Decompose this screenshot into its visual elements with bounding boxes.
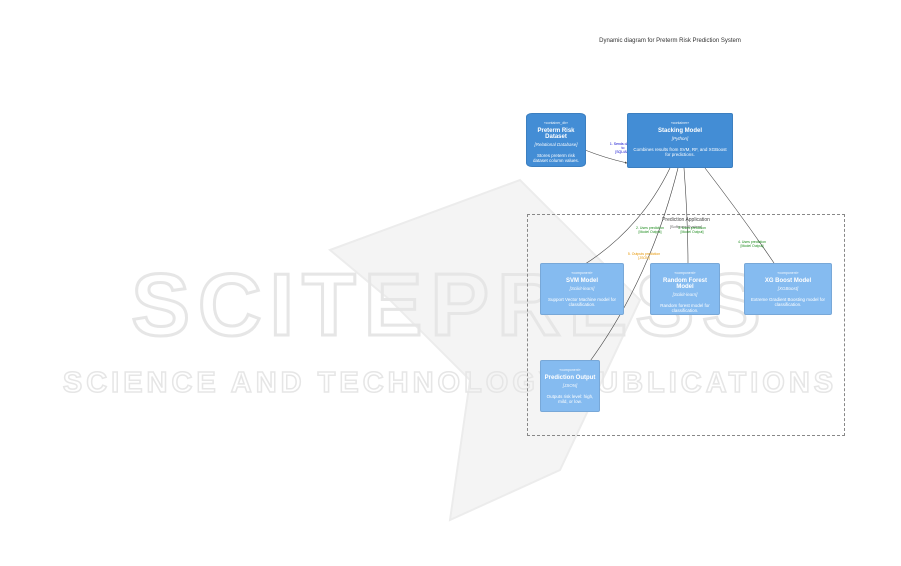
stacking-tech: [Python] [671,136,689,141]
rf-stereotype: «component» [674,271,696,275]
edge-label-2: 2. Uses prediction [Model Output] [628,226,672,234]
dataset-stereotype: «container_db» [543,121,569,125]
edge-stacking-to-svm [581,167,671,267]
edge-stacking-to-xgb [704,167,777,267]
edge-2-text: 2. Uses prediction [635,226,664,230]
edge-stacking-to-output [587,167,679,365]
rf-name: Random Forest Model [662,278,707,290]
edge-3-text: 3. Uses prediction [677,226,706,230]
dataset-tech: [Relational Database] [534,142,578,147]
svm-stereotype: «component» [571,271,593,275]
edge-label-3: 3. Uses prediction [Model Output] [670,226,714,234]
svm-model[interactable]: «component» SVM Model [Scikit-learn] Sup… [540,263,624,315]
edge-4-tech: [Model Output] [740,244,764,248]
xgb-desc: Extreme Gradient Boosting model for clas… [750,297,826,307]
output-stereotype: «component» [559,368,581,372]
prediction-output[interactable]: «component» Prediction Output [JSON] Out… [540,360,600,412]
xg-boost-model[interactable]: «component» XG Boost Model [XGBoost] Ext… [744,263,832,315]
edge-1-text: 1. Sends dataset to [609,142,637,150]
svm-desc: Support Vector Machine model for classif… [547,297,617,307]
prediction-application-boundary: Prediction Application [Software System] [527,214,845,436]
output-desc: Outputs risk level: high, mild, or low. [546,394,594,404]
edge-label-4: 4. Uses prediction [Model Output] [730,240,774,248]
rf-desc: Random forest model for classification. [660,303,710,313]
edge-2-tech: [Model Output] [638,230,662,234]
output-tech: [JSON] [562,383,578,388]
random-forest-model[interactable]: «component» Random Forest Model [Scikit-… [650,263,720,315]
svm-name: SVM Model [565,278,598,284]
xgb-tech: [XGBoost] [777,286,799,291]
preterm-risk-dataset[interactable]: «container_db» Preterm Risk Dataset [Rel… [526,113,586,167]
edge-stacking-to-rf [683,167,690,267]
stacking-stereotype: «container» [670,121,690,125]
edge-1-tech: [SQL/API] [615,150,631,154]
svm-tech: [Scikit-learn] [569,286,595,291]
edge-4-text: 4. Uses prediction [737,240,766,244]
output-name: Prediction Output [544,375,596,381]
edge-label-5: 5. Outputs prediction [JSON] [622,252,666,260]
edge-5-tech: [JSON] [638,256,650,260]
stacking-name: Stacking Model [657,128,702,134]
dataset-desc: Stores preterm risk dataset column value… [532,153,580,163]
edge-dataset-to-stacking [584,149,628,164]
edge-3-tech: [Model Output] [680,230,704,234]
boundary-name: Prediction Application [662,217,710,223]
xgb-name: XG Boost Model [764,278,812,284]
boundary-tech: [Software System] [669,224,703,229]
edge-5-text: 5. Outputs prediction [627,252,661,256]
xgb-stereotype: «component» [777,271,799,275]
diagram-title: Dynamic diagram for Preterm Risk Predict… [599,38,741,44]
stacking-desc: Combines results from SVM, RF, and XGBoo… [633,147,727,157]
edge-label-1: 1. Sends dataset to [SQL/API] [608,142,638,154]
stacking-model[interactable]: «container» Stacking Model [Python] Comb… [627,113,733,168]
rf-tech: [Scikit-learn] [672,292,698,297]
dataset-name: Preterm Risk Dataset [537,128,575,140]
watermark-line2: SCIENCE AND TECHNOLOGY PUBLICATIONS [63,367,837,399]
